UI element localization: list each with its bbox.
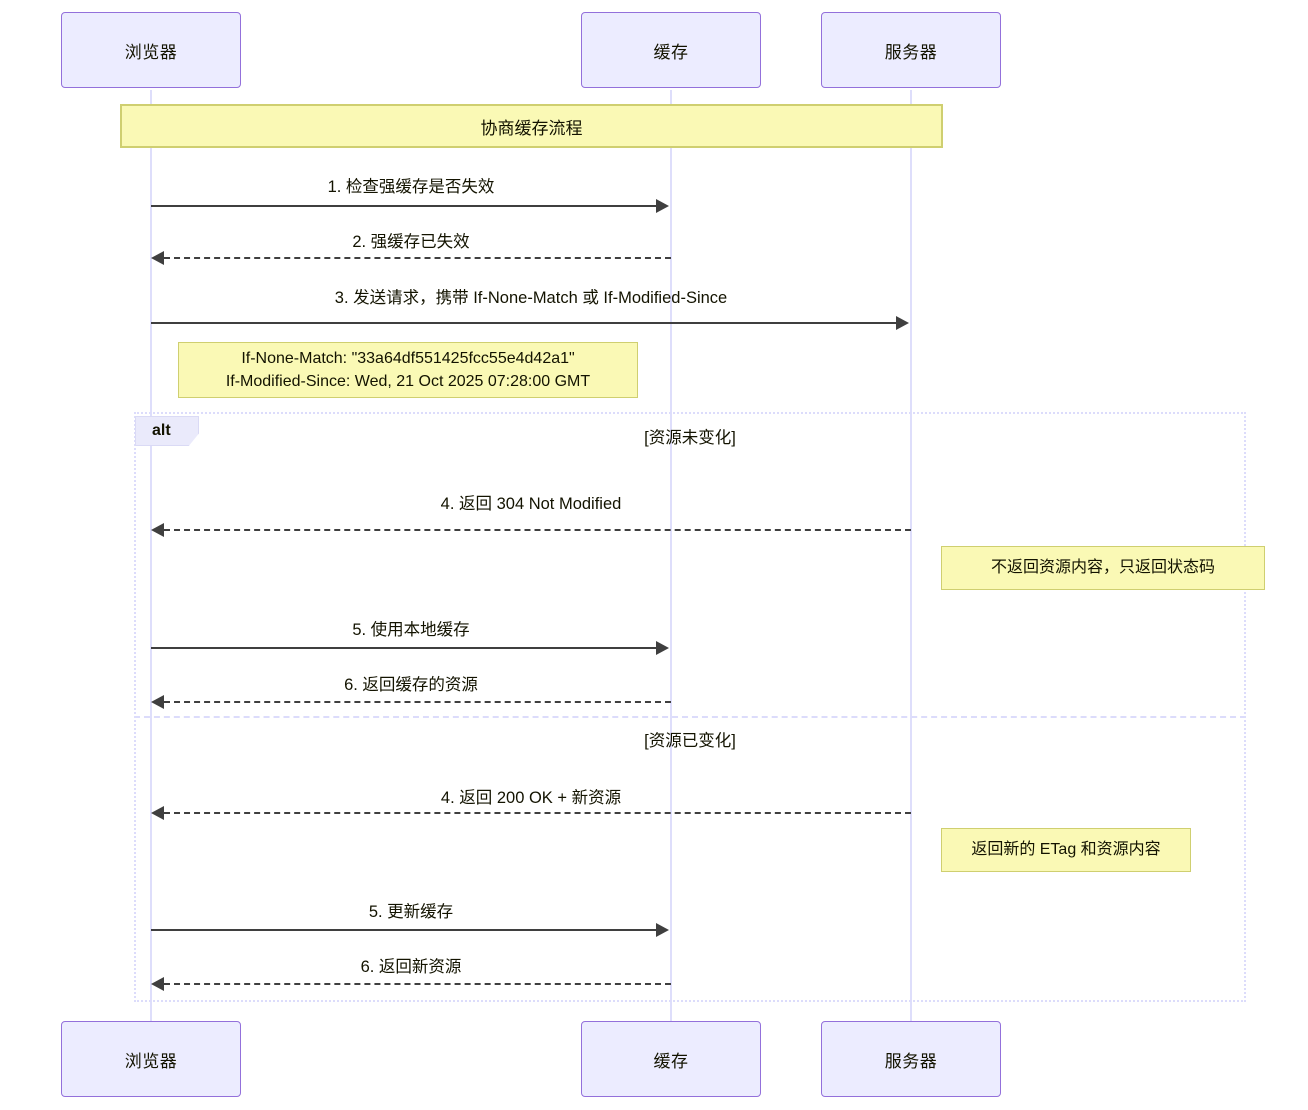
message-3-line [151, 322, 898, 324]
message-6a-line [164, 701, 671, 703]
message-4a-arrowhead-icon [151, 523, 164, 537]
message-5a-label: 5. 使用本地缓存 [352, 621, 470, 639]
message-3-arrowhead-icon [896, 316, 909, 330]
participant-server-bottom-label: 服务器 [884, 1051, 938, 1071]
message-6a-arrowhead-icon [151, 695, 164, 709]
message-6a-label: 6. 返回缓存的资源 [344, 676, 478, 694]
flow-title-label: 协商缓存流程 [480, 118, 583, 138]
participant-browser-bottom-label: 浏览器 [124, 1051, 178, 1071]
participant-cache-top[interactable]: 缓存 [581, 12, 761, 88]
alt-block-frame [134, 412, 1246, 1002]
message-4a-line [164, 529, 911, 531]
message-5b-label: 5. 更新缓存 [368, 903, 454, 921]
participant-cache-top-label: 缓存 [653, 42, 689, 62]
participant-browser-top[interactable]: 浏览器 [61, 12, 241, 88]
alt-branch-1-condition: [资源未变化] [644, 429, 736, 447]
message-2-line [164, 257, 671, 259]
note-request-headers-line-2: If-Modified-Since: Wed, 21 Oct 2025 07:2… [225, 373, 591, 390]
note-304: 不返回资源内容，只返回状态码 [941, 546, 1265, 590]
note-200: 返回新的 ETag 和资源内容 [941, 828, 1191, 872]
message-4b-line [164, 812, 911, 814]
message-4b-arrowhead-icon [151, 806, 164, 820]
participant-server-top-label: 服务器 [884, 42, 938, 62]
participant-cache-bottom[interactable]: 缓存 [581, 1021, 761, 1097]
lifeline-cache [670, 90, 672, 1022]
message-1-line [151, 205, 658, 207]
note-request-headers: If-None-Match: "33a64df551425fcc55e4d42a… [178, 342, 638, 398]
message-2-arrowhead-icon [151, 251, 164, 265]
message-4b-label: 4. 返回 200 OK + 新资源 [440, 789, 622, 807]
message-1-arrowhead-icon [656, 199, 669, 213]
lifeline-browser [150, 90, 152, 1022]
message-6b-line [164, 983, 671, 985]
alt-block-tag-label: alt [152, 422, 171, 439]
alt-branch-2-condition: [资源已变化] [644, 732, 736, 750]
message-2-label: 2. 强缓存已失效 [352, 233, 470, 251]
message-3-label: 3. 发送请求，携带 If-None-Match 或 If-Modified-S… [334, 289, 728, 307]
note-200-line-1: 返回新的 ETag 和资源内容 [971, 841, 1161, 859]
message-5b-arrowhead-icon [656, 923, 669, 937]
message-5a-arrowhead-icon [656, 641, 669, 655]
note-304-line-1: 不返回资源内容，只返回状态码 [990, 559, 1215, 577]
participant-browser-top-label: 浏览器 [124, 42, 178, 62]
participant-server-top[interactable]: 服务器 [821, 12, 1001, 88]
participant-cache-bottom-label: 缓存 [653, 1051, 689, 1071]
message-5a-line [151, 647, 658, 649]
message-1-label: 1. 检查强缓存是否失效 [327, 178, 495, 196]
message-6b-arrowhead-icon [151, 977, 164, 991]
flow-title-banner: 协商缓存流程 [120, 104, 943, 148]
participant-server-bottom[interactable]: 服务器 [821, 1021, 1001, 1097]
message-4a-label: 4. 返回 304 Not Modified [440, 495, 622, 513]
alt-block-tag: alt [135, 416, 199, 446]
message-5b-line [151, 929, 658, 931]
alt-block-else-divider [134, 716, 1246, 718]
lifeline-server [910, 90, 912, 1022]
message-6b-label: 6. 返回新资源 [360, 958, 462, 976]
participant-browser-bottom[interactable]: 浏览器 [61, 1021, 241, 1097]
note-request-headers-line-1: If-None-Match: "33a64df551425fcc55e4d42a… [241, 349, 575, 367]
